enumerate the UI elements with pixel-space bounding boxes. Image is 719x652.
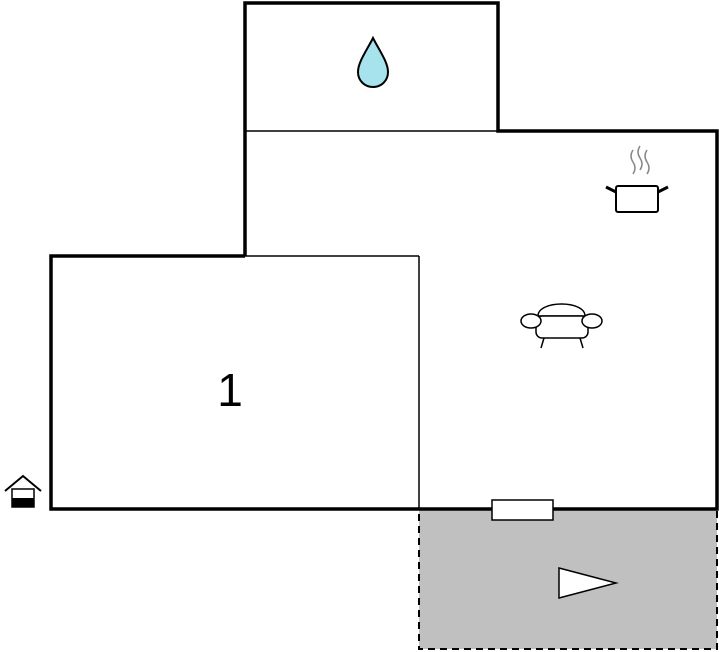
window xyxy=(491,499,554,521)
water-drop-icon xyxy=(356,35,390,89)
house-entrance-icon xyxy=(4,474,42,508)
bedroom-label: 1 xyxy=(217,364,243,416)
sofa-icon xyxy=(520,303,603,349)
outer-walls xyxy=(49,1,719,511)
cooking-pot-icon xyxy=(605,145,669,213)
direction-arrow-icon xyxy=(558,567,619,599)
